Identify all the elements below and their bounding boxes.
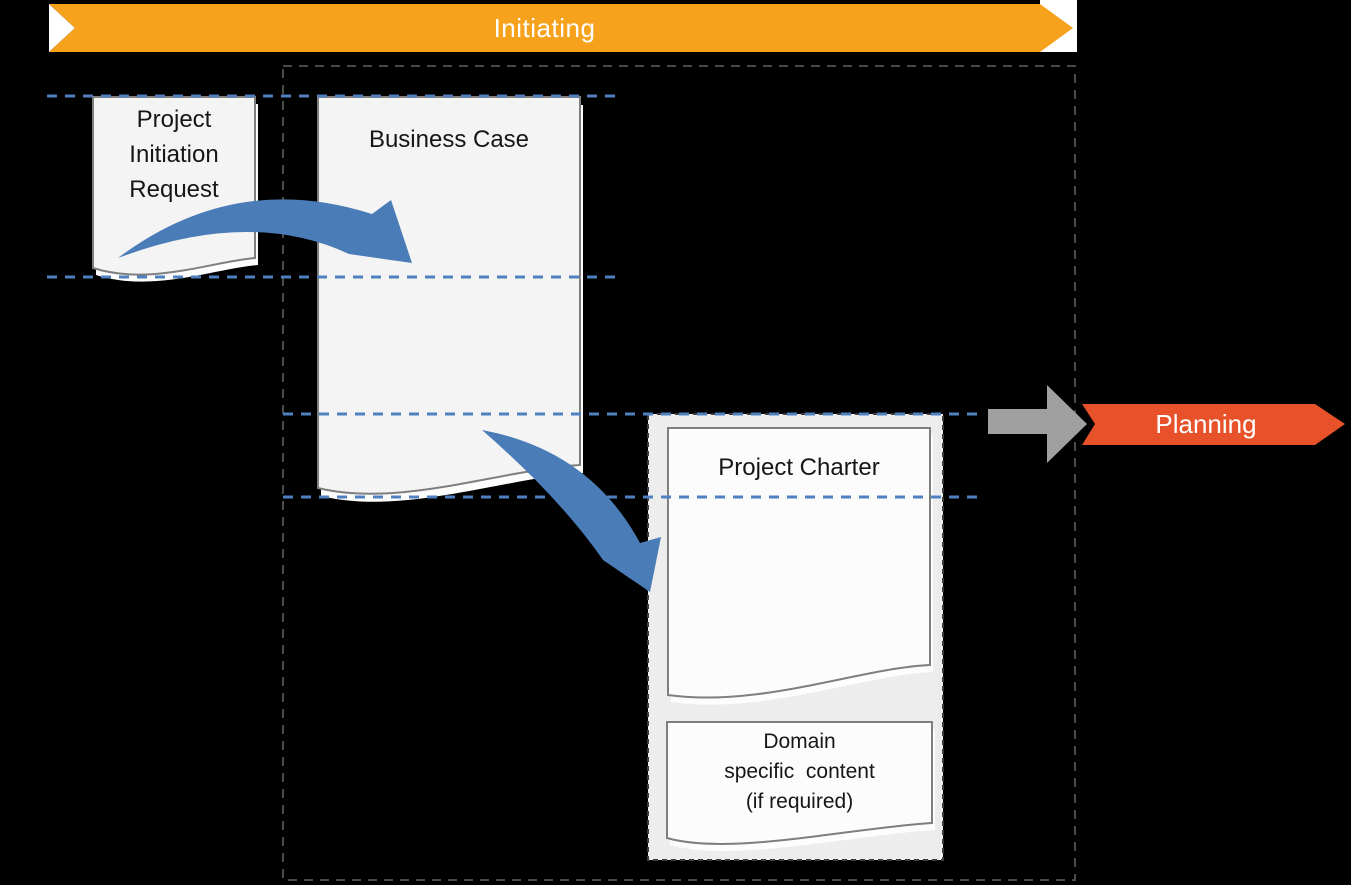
initiating-banner-label: Initiating — [493, 12, 596, 43]
business-case-doc-shape — [317, 96, 581, 495]
flow-arrow-pir-to-business-case — [118, 199, 412, 263]
pir-doc-label: Project Initiation Request — [93, 102, 255, 210]
initiating-banner-shape — [49, 4, 1073, 52]
transition-arrow — [988, 385, 1087, 463]
pir-doc-label-line2: Initiation — [129, 141, 219, 168]
pir-doc-label-line1: Project — [136, 106, 212, 133]
flow-arrow-business-case-to-charter — [482, 430, 661, 592]
planning-chevron-label: Planning — [1155, 409, 1257, 439]
domain-doc-shape — [666, 721, 933, 845]
project-charter-doc-shape — [667, 427, 931, 699]
project-charter-doc-label: Project Charter — [718, 454, 880, 481]
planning-chevron-shape — [1082, 404, 1345, 445]
domain-doc-label: Domain specific content (if required) — [667, 727, 932, 819]
domain-doc-label-line2: specific content — [724, 760, 875, 783]
banner-notch-backing — [49, 4, 75, 52]
initiating-phase-frame — [282, 65, 1076, 881]
pir-doc-label-line3: Request — [129, 176, 219, 203]
business-case-doc-label: Business Case — [368, 126, 530, 153]
domain-doc-label-line3: (if required) — [745, 790, 854, 813]
domain-doc-label-line1: Domain — [763, 730, 836, 753]
